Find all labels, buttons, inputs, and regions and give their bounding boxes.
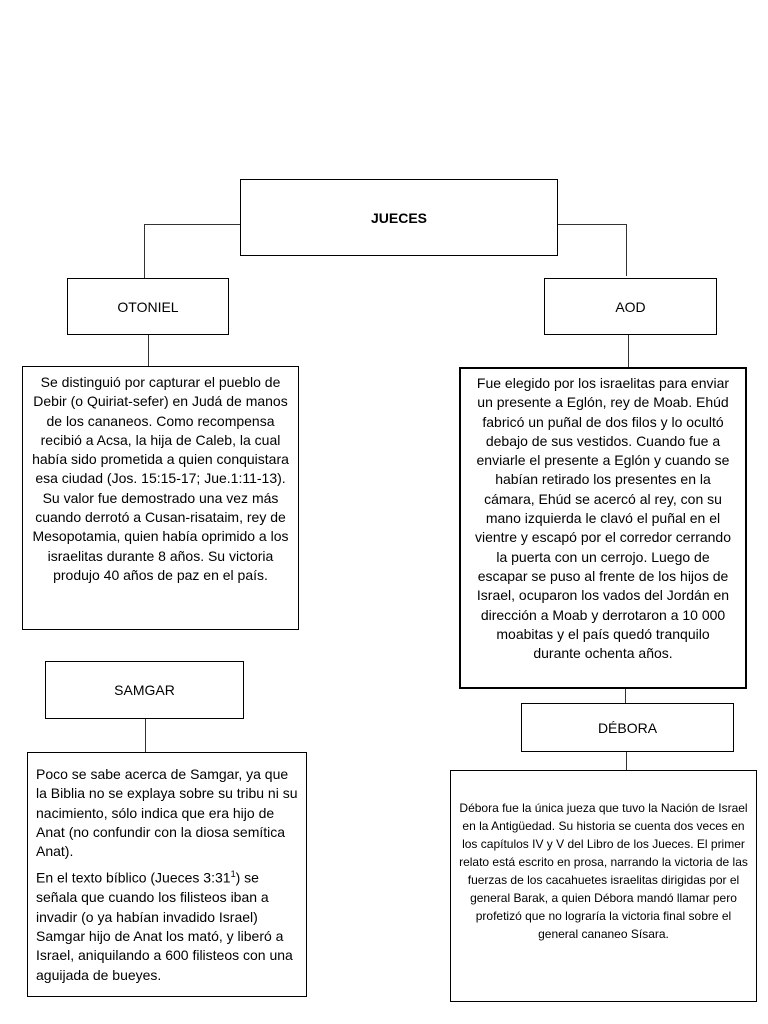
root-label: JUECES <box>370 209 428 226</box>
judge-description-debora: Débora fue la única jueza que tuvo la Na… <box>450 770 757 1002</box>
judge-node-aod: AOD <box>544 278 717 335</box>
connector-samgar-desc <box>145 719 146 752</box>
judge-description-samgar-p1: Poco se sabe acerca de Samgar, ya que la… <box>36 766 298 860</box>
judge-description-samgar-p2: En el texto bíblico (Jueces 3:311) se se… <box>36 865 298 984</box>
judge-description-otoniel-text: Se distinguió por capturar el pueblo de … <box>32 374 289 583</box>
root-node: JUECES <box>240 179 558 256</box>
judge-node-debora: DÉBORA <box>521 703 734 752</box>
connector-root-aod-v <box>626 224 627 276</box>
judge-node-otoniel: OTONIEL <box>67 278 229 335</box>
judge-description-samgar: Poco se sabe acerca de Samgar, ya que la… <box>27 752 307 997</box>
judge-name-otoniel: OTONIEL <box>117 298 179 315</box>
judge-description-aod: Fue elegido por los israelitas para envi… <box>459 367 747 689</box>
connector-debora-desc <box>626 752 627 770</box>
judge-name-samgar: SAMGAR <box>114 682 175 698</box>
judge-name-aod: AOD <box>615 298 646 315</box>
judge-node-samgar: SAMGAR <box>45 661 244 719</box>
samgar-p2-before: En el texto bíblico (Jueces 3:31 <box>36 870 231 887</box>
judge-description-aod-text: Fue elegido por los israelitas para envi… <box>474 375 732 662</box>
connector-aod-debora <box>625 689 626 703</box>
connector-root-otoniel-v <box>144 224 145 278</box>
judge-description-debora-text: Débora fue la única jueza que tuvo la Na… <box>459 801 748 941</box>
connector-root-aod-h <box>557 224 627 225</box>
connector-root-otoniel-h <box>144 224 240 225</box>
footnote-marker: 1 <box>230 869 236 880</box>
connector-otoniel-desc <box>148 335 149 366</box>
judge-name-debora: DÉBORA <box>597 719 658 736</box>
connector-aod-desc <box>628 335 629 367</box>
judge-description-otoniel: Se distinguió por capturar el pueblo de … <box>22 366 299 630</box>
samgar-p2-after: ) se señala que cuando los filisteos iba… <box>36 870 293 983</box>
